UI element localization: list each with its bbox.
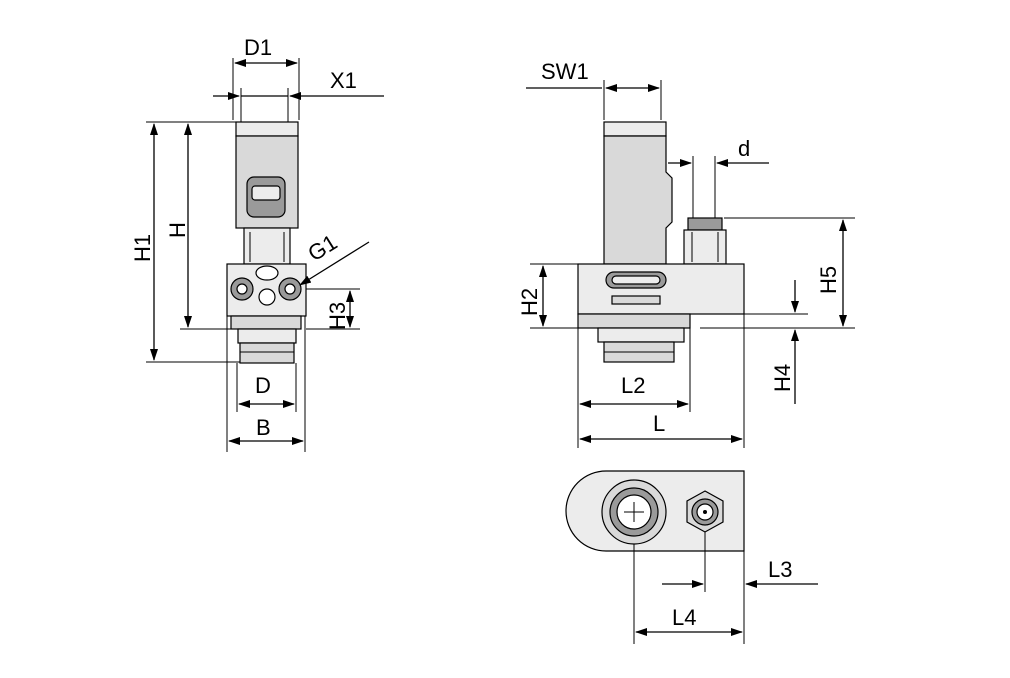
label-H1: H1 (130, 234, 155, 262)
top-view: L3 L4 (565, 470, 818, 644)
side-fitting-nut (683, 229, 727, 265)
front-led (255, 265, 279, 281)
label-H2: H2 (517, 288, 542, 316)
side-view: SW1 d H5 H2 H4 L2 L (517, 59, 855, 448)
front-neck (243, 227, 291, 265)
side-part-number-plate (611, 295, 661, 305)
front-center-port (258, 288, 276, 306)
label-SW1: SW1 (541, 59, 589, 84)
label-X1: X1 (330, 68, 357, 93)
label-L: L (653, 411, 665, 436)
side-top-cap (603, 121, 667, 137)
label-d: d (738, 136, 750, 161)
front-base-ring (230, 315, 302, 330)
label-D: D (255, 373, 271, 398)
label-G1: G1 (303, 229, 341, 266)
front-view: D1 X1 H1 H G1 H3 D B (130, 35, 384, 452)
label-H4: H4 (770, 364, 795, 392)
label-H5: H5 (816, 266, 841, 294)
front-display-screen (251, 185, 281, 201)
label-B: B (256, 415, 271, 440)
front-stem-lower (239, 342, 295, 364)
side-block (577, 263, 745, 315)
front-top-cap (235, 121, 299, 137)
label-L2: L2 (621, 373, 645, 398)
front-stem-upper (237, 328, 297, 344)
side-upper-body (603, 135, 673, 265)
side-base-ring (577, 313, 691, 329)
label-D1: D1 (244, 35, 272, 60)
side-fitting-thread (687, 217, 723, 231)
label-L4: L4 (672, 605, 696, 630)
side-stem-upper (597, 327, 685, 343)
label-L3: L3 (768, 557, 792, 582)
label-H3: H3 (325, 302, 350, 330)
label-H: H (165, 222, 190, 238)
